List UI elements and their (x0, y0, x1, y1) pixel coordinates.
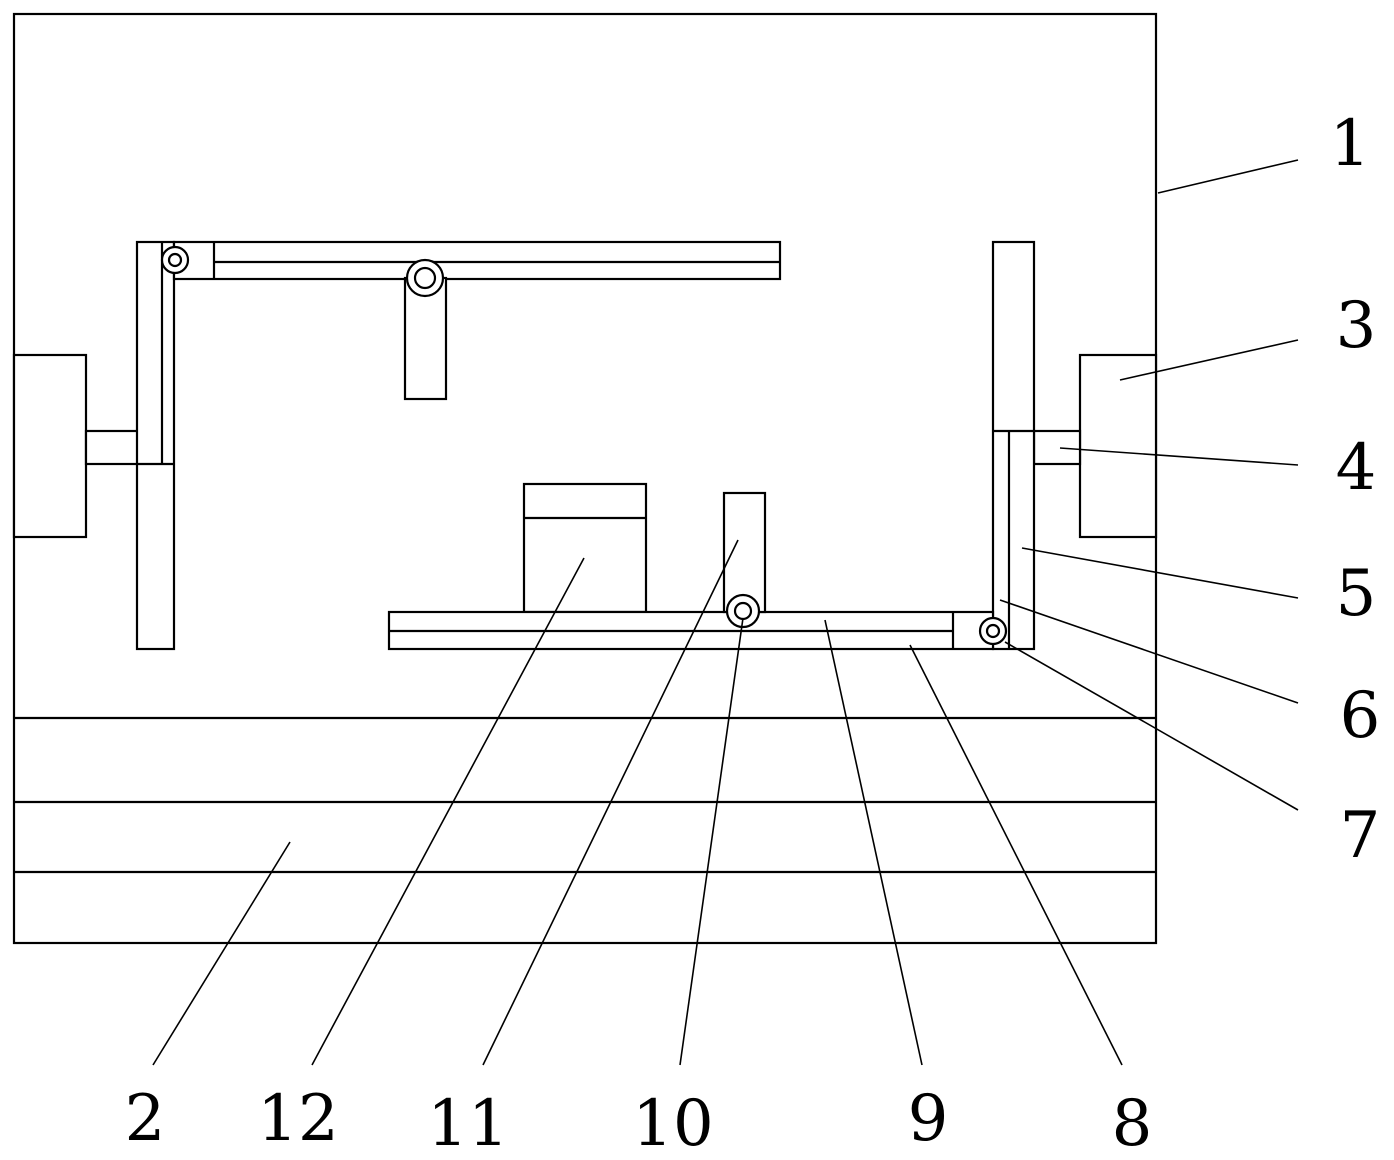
leader-5 (1021, 547, 1299, 599)
right-mechanism (991, 240, 1158, 651)
label-4: 4 (1336, 431, 1377, 505)
upper-pivot-inner (167, 252, 183, 268)
leader-4 (1059, 447, 1299, 466)
hanging-roller-inner (413, 266, 437, 290)
leader-3 (1119, 339, 1299, 381)
label-3: 3 (1336, 289, 1377, 363)
leader-10 (679, 617, 744, 1066)
label-8: 8 (1112, 1087, 1153, 1160)
label-5: 5 (1336, 557, 1377, 631)
lower-assembly (387, 482, 1008, 651)
lower-pivot-inner (985, 623, 1001, 639)
leader-11 (482, 539, 739, 1066)
upper-horizontal-arm (172, 240, 782, 281)
label-11: 11 (427, 1087, 508, 1160)
label-1: 1 (1330, 107, 1371, 181)
leader-7 (1004, 641, 1299, 811)
left-shaft (84, 429, 140, 466)
housing-frame (12, 12, 1158, 945)
leader-12 (311, 557, 585, 1066)
leader-1 (1157, 159, 1299, 194)
leader-8 (909, 644, 1123, 1066)
right-motor-block (1078, 353, 1158, 539)
left-motor-block (12, 353, 88, 539)
right-shaft (1032, 429, 1082, 466)
leader-lines (152, 159, 1299, 1066)
label-2: 2 (125, 1082, 166, 1156)
label-9: 9 (908, 1082, 949, 1156)
leader-6 (999, 599, 1299, 704)
base-layers (14, 716, 1156, 874)
label-7: 7 (1340, 799, 1381, 873)
lower-roller-inner (733, 601, 753, 621)
right-vertical-arm (991, 240, 1036, 651)
reference-numerals: 1 3 4 5 6 7 2 12 11 10 9 8 (125, 107, 1381, 1160)
left-vertical-arm (135, 240, 176, 651)
label-10: 10 (632, 1087, 713, 1160)
leader-2 (152, 841, 291, 1066)
label-6: 6 (1340, 679, 1381, 753)
container-box (522, 482, 648, 614)
label-12: 12 (257, 1082, 338, 1156)
left-mechanism (12, 240, 782, 651)
hanging-roller-arm (403, 276, 448, 401)
upright-roller-arm (722, 491, 767, 614)
leader-9 (824, 619, 923, 1066)
